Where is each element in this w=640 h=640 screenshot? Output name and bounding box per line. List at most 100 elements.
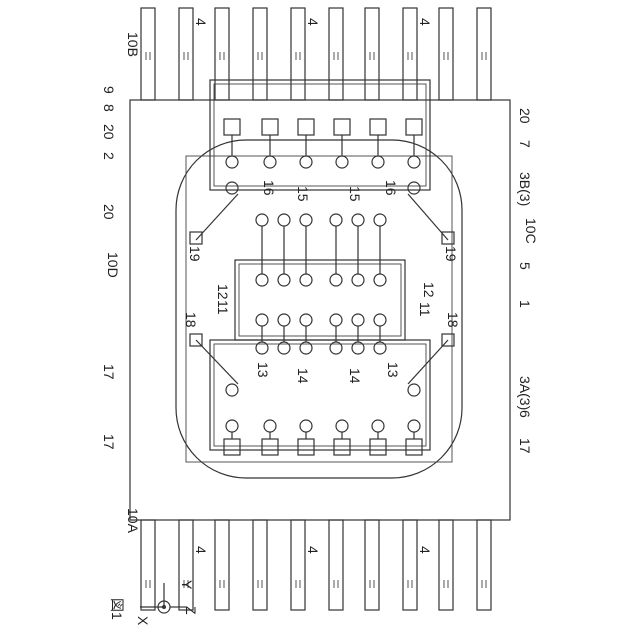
bond-pad-15 <box>256 214 268 226</box>
lead-left <box>253 520 267 610</box>
label-11-b: 11 <box>417 302 433 317</box>
terminal-pad-20 <box>370 119 386 135</box>
label-6: 6 <box>517 410 533 418</box>
label-8: 8 <box>101 104 117 112</box>
label-1: 1 <box>517 300 533 308</box>
lead-right <box>365 8 379 100</box>
bond-pad-15 <box>278 214 290 226</box>
bond-pad-3b <box>336 156 348 168</box>
bond-pad-15 <box>374 214 386 226</box>
label-19-a: 19 <box>187 246 203 262</box>
lead-left <box>291 520 305 610</box>
label-15-a: 15 <box>295 186 311 202</box>
bond-pad-3b <box>226 156 238 168</box>
label-lead-top-2: 4 <box>305 18 321 26</box>
terminal-pad-20 <box>262 119 278 135</box>
label-12-b: 12 <box>421 282 437 298</box>
bond-pad-13 <box>408 384 420 396</box>
label-15-b: 15 <box>347 186 363 202</box>
bond-pad-12 <box>330 274 342 286</box>
terminal-pad-17 <box>370 439 386 455</box>
terminal-pad-19 <box>190 232 202 244</box>
terminal-pad-20 <box>298 119 314 135</box>
bond-pad-13 <box>226 384 238 396</box>
label-lead-top-1: 4 <box>193 18 209 26</box>
label-13-b: 13 <box>385 362 401 378</box>
terminal-pad-17 <box>224 439 240 455</box>
bond-pad-11 <box>330 314 342 326</box>
label-14-b: 14 <box>347 368 363 384</box>
bond-pad-15 <box>352 214 364 226</box>
label-20-a: 20 <box>101 124 117 140</box>
axis-y-label: Y <box>179 580 195 590</box>
terminal-pad-17 <box>262 439 278 455</box>
label-14-a: 14 <box>295 368 311 384</box>
label-lead-bottom-3: 4 <box>417 546 433 554</box>
label-18-b: 18 <box>445 312 461 328</box>
label-19-b: 19 <box>443 246 459 262</box>
label-10a: 10A <box>125 508 141 534</box>
terminal-pad-17 <box>406 439 422 455</box>
figure-caption: 図1 <box>109 598 125 620</box>
bond-pad-12 <box>374 274 386 286</box>
lead-right <box>215 8 229 100</box>
bond-pad-15 <box>330 214 342 226</box>
chip-3b-inner <box>214 84 426 186</box>
lead-right <box>179 8 193 100</box>
lead-right <box>477 8 491 100</box>
label-17-b: 17 <box>101 434 117 450</box>
label-10c: 10C <box>523 218 539 244</box>
bond-pad-3b <box>408 156 420 168</box>
terminal-pad-20 <box>224 119 240 135</box>
lead-left <box>439 520 453 610</box>
bond-pad-12 <box>278 274 290 286</box>
lead-right <box>439 8 453 100</box>
bond-pad-3a <box>372 420 384 432</box>
lead-right <box>403 8 417 100</box>
lead-left <box>403 520 417 610</box>
label-11-a: 11 <box>215 300 231 315</box>
axis-x-label: X <box>135 616 151 626</box>
lead-right <box>141 8 155 100</box>
bond-pad-3a <box>408 420 420 432</box>
bond-pad-3b <box>372 156 384 168</box>
label-12-a: 12 <box>215 284 231 300</box>
terminal-pad-20 <box>406 119 422 135</box>
terminal-pad-17 <box>298 439 314 455</box>
bond-pad-16 <box>226 182 238 194</box>
bond-pad-3a <box>336 420 348 432</box>
label-10d: 10D <box>105 252 121 278</box>
bond-pad-15 <box>300 214 312 226</box>
label-7: 7 <box>517 140 533 148</box>
terminal-pad-20 <box>334 119 350 135</box>
lead-left <box>365 520 379 610</box>
chip-3b <box>210 80 430 190</box>
label-lead-bottom-1: 4 <box>193 546 209 554</box>
label-2: 2 <box>101 152 117 160</box>
bond-pad-11 <box>278 314 290 326</box>
label-17-a: 17 <box>101 364 117 380</box>
chip-3a-inner <box>214 344 426 446</box>
lead-left <box>329 520 343 610</box>
label-18-a: 18 <box>183 312 199 328</box>
bond-pad-11 <box>374 314 386 326</box>
bond-pad-11 <box>352 314 364 326</box>
lead-left <box>215 520 229 610</box>
label-16-a: 16 <box>261 180 277 196</box>
bond-pad-11 <box>256 314 268 326</box>
bond-pad-12 <box>256 274 268 286</box>
wire-diagonal <box>408 194 448 240</box>
label-20-b: 20 <box>101 204 117 220</box>
labels-group: 4 4 4 4 4 4 10B 10A 10C 10D 9 8 20 2 20 … <box>101 18 539 626</box>
bond-pad-12 <box>300 274 312 286</box>
lead-left <box>477 520 491 610</box>
bond-pad-3a <box>264 420 276 432</box>
lead-left <box>179 520 193 610</box>
wire-diagonal <box>196 194 238 240</box>
label-10b: 10B <box>125 32 141 57</box>
chip-3a <box>210 340 430 450</box>
lead-right <box>291 8 305 100</box>
bond-pad-3a <box>300 420 312 432</box>
label-17-c: 17 <box>517 438 533 454</box>
label-3b: 3B(3) <box>517 172 533 206</box>
